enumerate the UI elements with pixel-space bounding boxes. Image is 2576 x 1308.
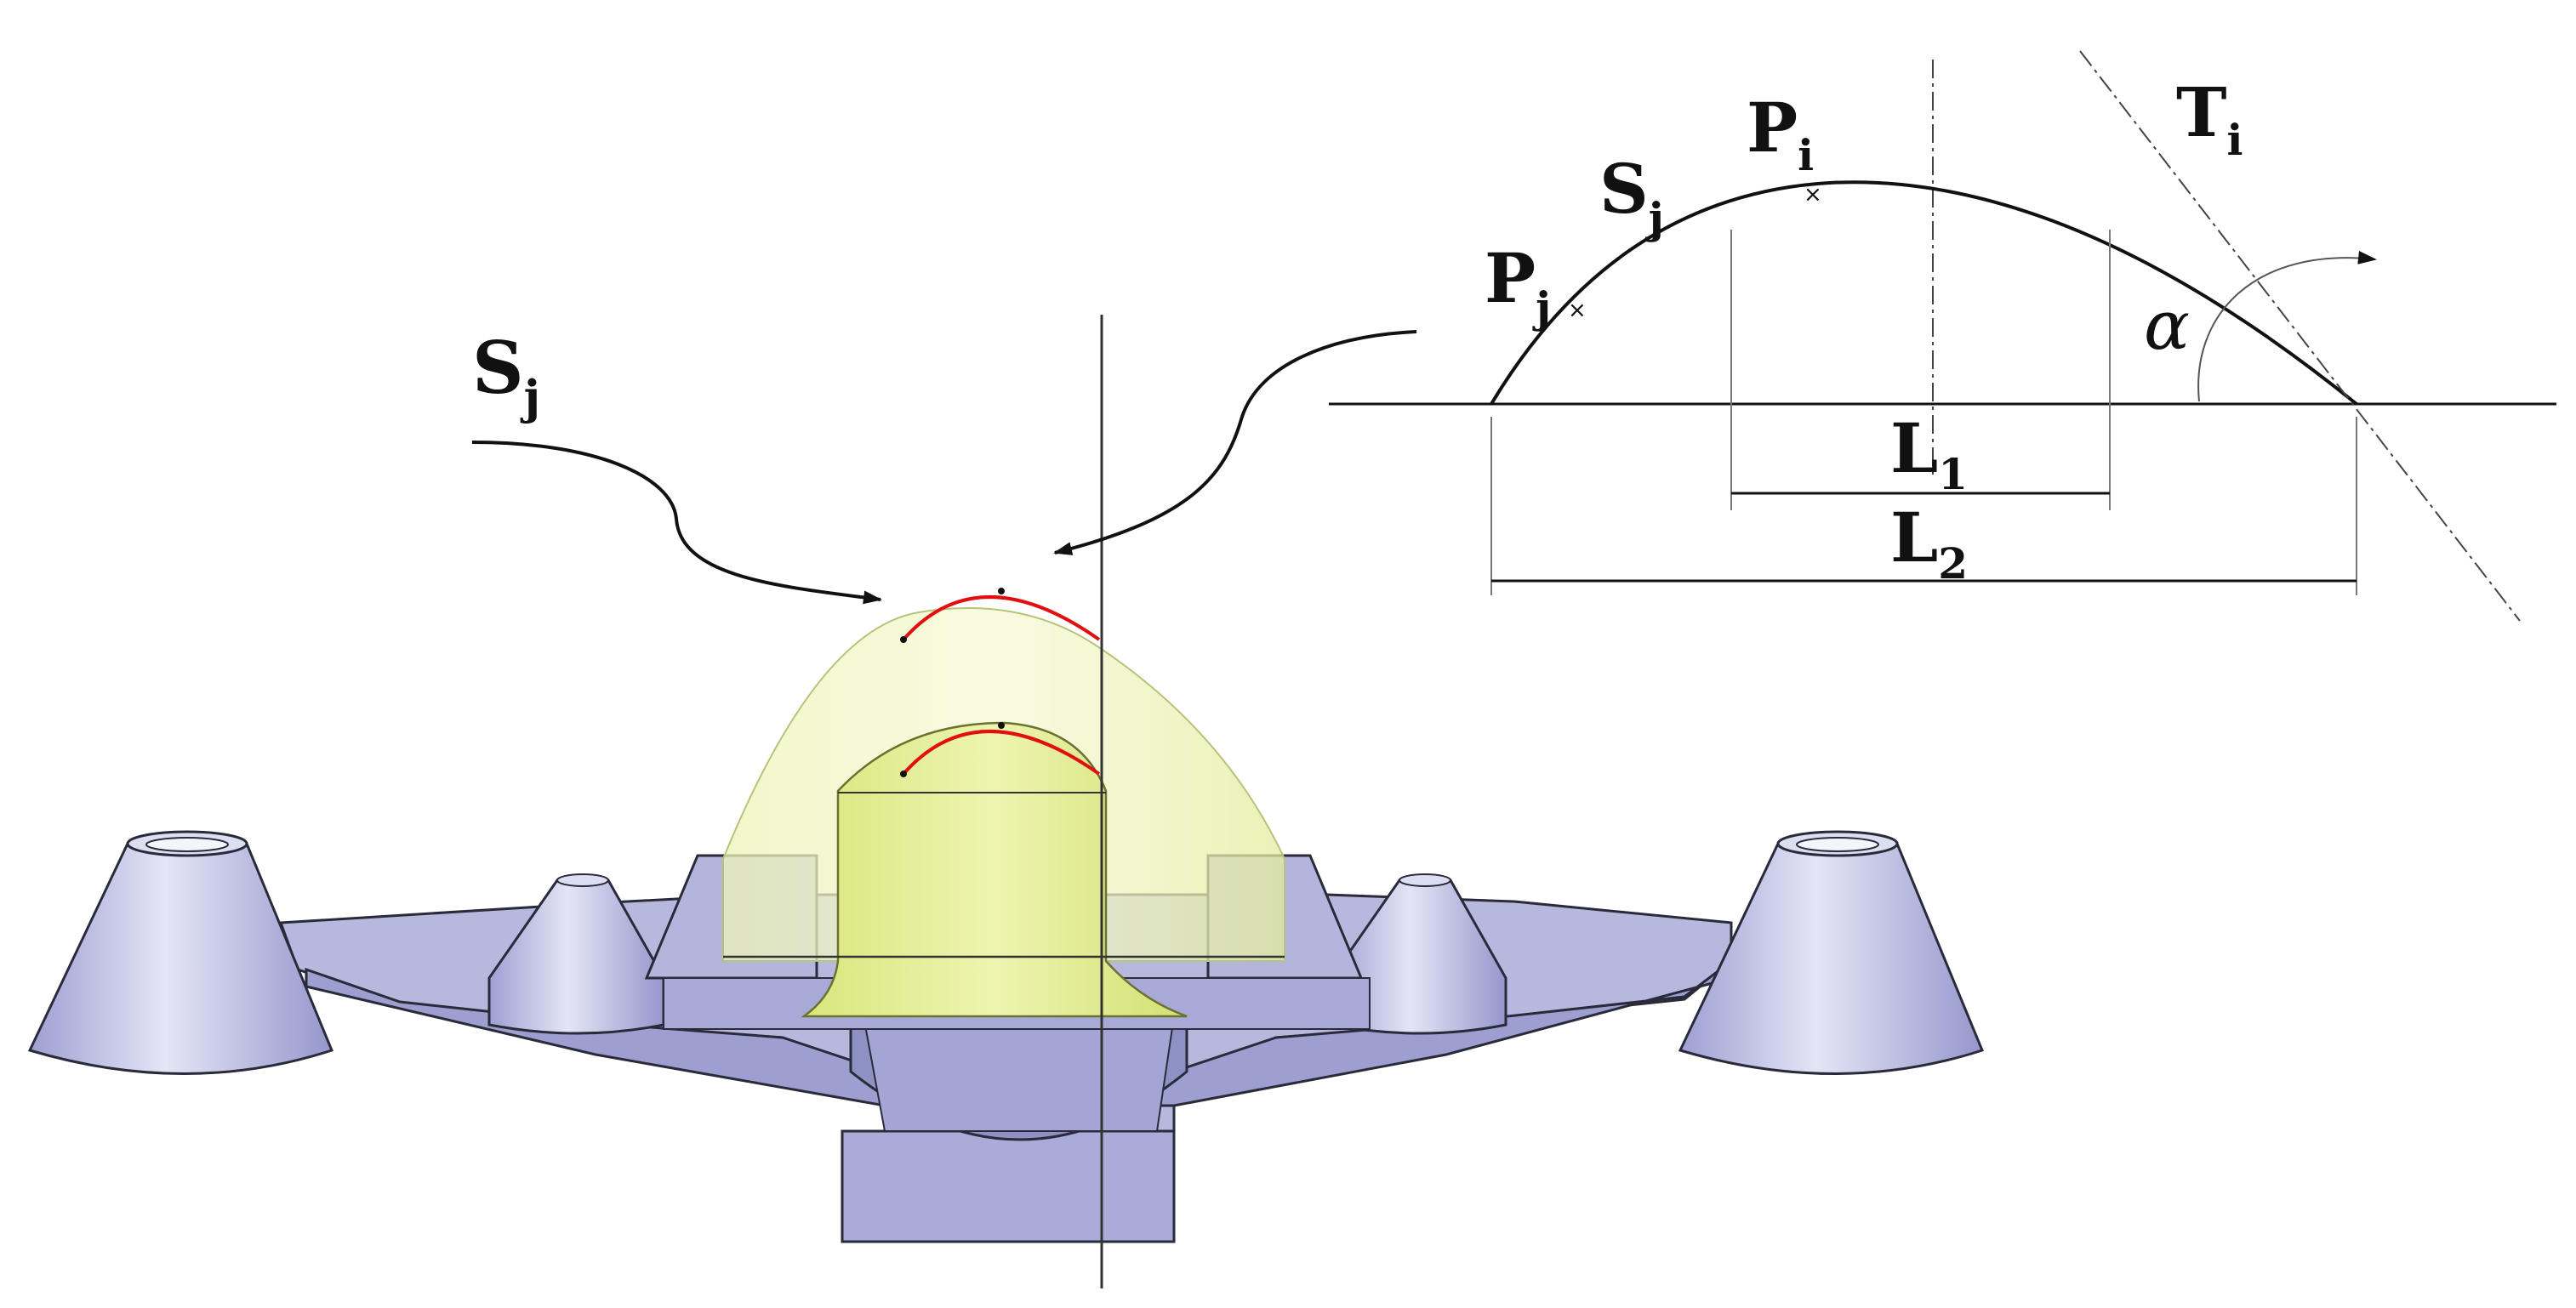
label-s-j-main: Sj bbox=[472, 326, 540, 424]
section-curve-outer bbox=[902, 595, 1101, 641]
part-cone-small-left-top bbox=[556, 873, 609, 887]
label-l-1: L1 bbox=[1890, 408, 1968, 499]
label-l-2: L2 bbox=[1890, 498, 1968, 589]
marker-p-i: × bbox=[1804, 182, 1822, 208]
section-point-2 bbox=[998, 588, 1005, 594]
angle-arc-alpha bbox=[2197, 250, 2377, 402]
label-alpha: α bbox=[2144, 286, 2190, 365]
arrow-s-j-left bbox=[471, 441, 882, 605]
profile-diagram: × × Pi Sj Pj Ti α L1 L2 bbox=[1329, 50, 2556, 622]
forged-part-3d bbox=[27, 830, 1985, 1243]
part-cone-small-right-top bbox=[1399, 873, 1451, 887]
profile-curve-s-j bbox=[1490, 180, 2358, 406]
tangent-line-t-i bbox=[2079, 50, 2521, 622]
part-cone-right-hole bbox=[1796, 837, 1879, 852]
part-cone-left-hole bbox=[145, 837, 229, 852]
label-p-i: Pi bbox=[1747, 88, 1814, 180]
marker-p-j: × bbox=[1568, 298, 1587, 323]
section-curve-inner bbox=[902, 730, 1101, 776]
part-bottom-boss bbox=[841, 1129, 1176, 1243]
preform-pattern bbox=[722, 607, 1285, 1018]
label-s-j-profile: Sj bbox=[1599, 149, 1664, 243]
pattern-inner-core bbox=[801, 721, 1188, 1018]
label-p-j: Pj bbox=[1485, 238, 1551, 333]
label-t-i: Ti bbox=[2176, 72, 2243, 165]
section-point-3 bbox=[900, 771, 907, 777]
part-cone-left-outer bbox=[27, 842, 334, 1075]
section-point-1 bbox=[900, 636, 907, 643]
part-cone-right-outer bbox=[1678, 842, 1985, 1075]
section-point-4 bbox=[998, 722, 1005, 729]
arrow-profile-to-part bbox=[1053, 330, 1417, 555]
part-bottom-ring bbox=[862, 1015, 1176, 1132]
